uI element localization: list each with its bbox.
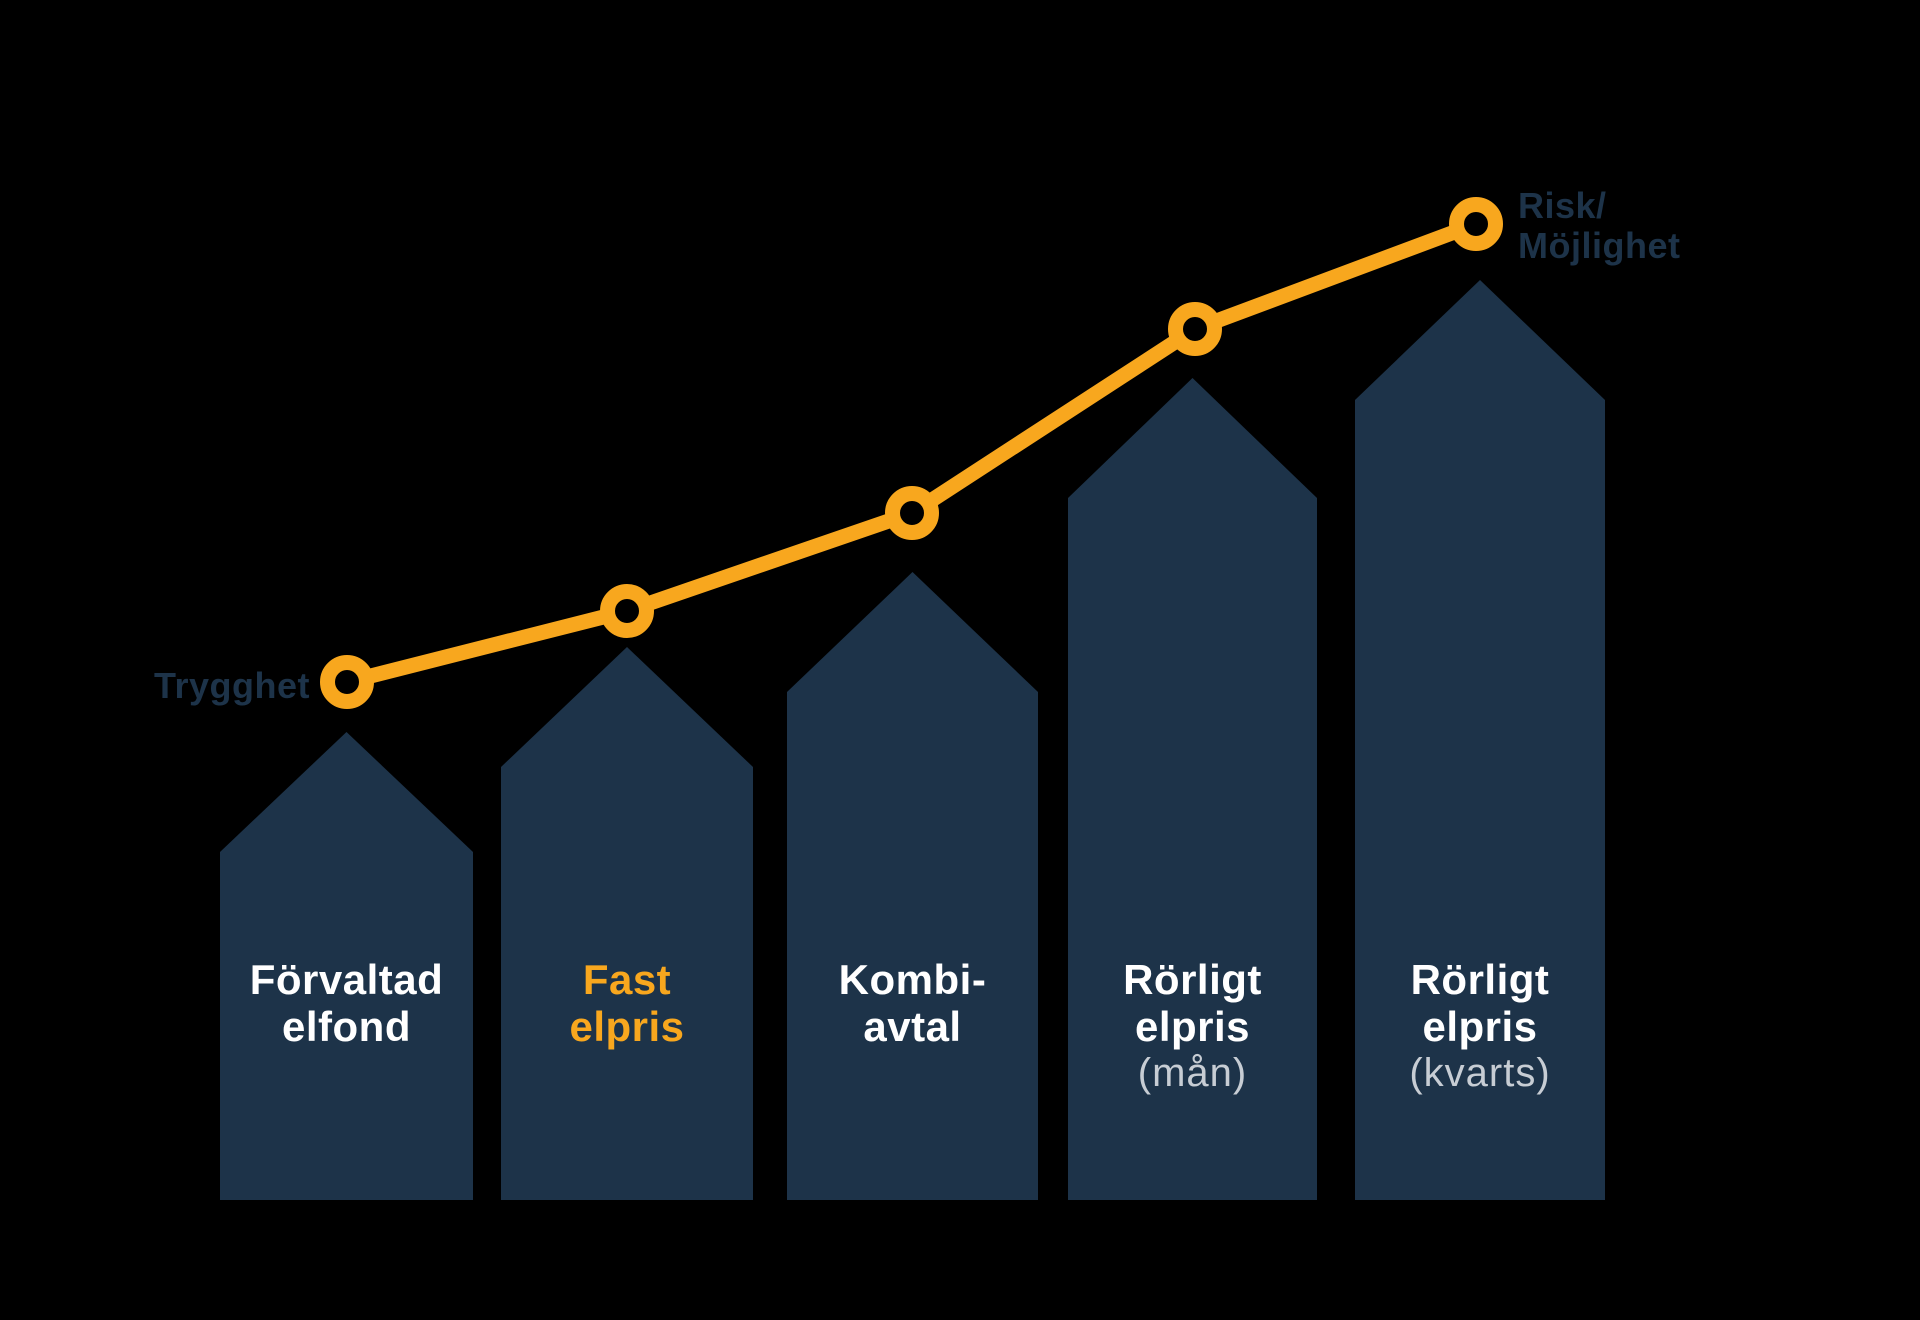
annotation-text: Trygghet <box>153 665 310 706</box>
bar-rorligt-elpris-kvarts: Rörligt elpris (kvarts) <box>1355 280 1605 1200</box>
data-point-marker-1 <box>320 655 374 709</box>
data-point-marker-5 <box>1449 197 1503 251</box>
bar-rorligt-elpris-man: Rörligt elpris (mån) <box>1068 378 1317 1200</box>
annotation-text: Risk/ <box>1518 185 1607 226</box>
bar-fast-elpris: Fast elpris <box>501 647 753 1200</box>
data-point-marker-2 <box>600 584 654 638</box>
bar-label-line: elfond <box>282 1003 411 1050</box>
bar-sublabel: (kvarts) <box>1409 1051 1551 1095</box>
annotation-trygghet: Trygghet <box>110 666 310 706</box>
bar-label-rorligt-elpris-man: Rörligt elpris (mån) <box>1068 956 1317 1097</box>
bar-label-kombiavtal: Kombi- avtal <box>787 956 1038 1050</box>
bar-label-line: Rörligt <box>1123 956 1262 1003</box>
data-point-marker-4 <box>1168 302 1222 356</box>
bar-label-line: Fast <box>582 956 672 1003</box>
bar-label-line: elpris <box>569 1003 685 1050</box>
bar-label-fast-elpris: Fast elpris <box>501 956 753 1050</box>
bar-label-line: elpris <box>1134 1003 1251 1050</box>
bar-label-rorligt-elpris-kvarts: Rörligt elpris (kvarts) <box>1355 956 1605 1097</box>
bar-kombiavtal: Kombi- avtal <box>787 572 1038 1200</box>
bar-label-line: elpris <box>1422 1003 1538 1050</box>
annotation-text: Möjlighet <box>1518 225 1681 266</box>
bar-label-line: Kombi- <box>838 956 987 1003</box>
bar-label-line: avtal <box>863 1003 962 1050</box>
bar-label-line: Rörligt <box>1410 956 1550 1003</box>
bar-sublabel: (mån) <box>1137 1051 1248 1095</box>
data-point-marker-3 <box>885 486 939 540</box>
bar-label-line: Förvaltad <box>249 956 444 1003</box>
bar-label-forvaltad-elfond: Förvaltad elfond <box>220 956 473 1050</box>
annotation-risk-mojlighet: Risk/ Möjlighet <box>1518 186 1680 266</box>
trend-line <box>339 216 1484 690</box>
